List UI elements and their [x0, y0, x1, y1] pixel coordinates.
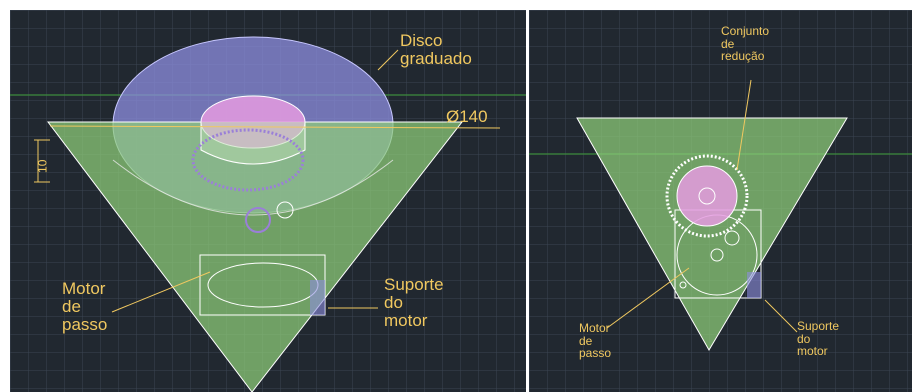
- reduction-gear: [665, 154, 749, 238]
- left-view-viewport[interactable]: Disco graduado Ø140 10 Motor de passo Su…: [10, 10, 526, 392]
- leader-conjunto: [736, 79, 752, 171]
- label-conjunto-de-reducao: Conjunto de redução: [721, 24, 770, 64]
- leader-suporte: [764, 299, 798, 333]
- motor-support-plate: [310, 280, 325, 315]
- label-suporte-do-motor: Suporte do motor: [797, 319, 840, 359]
- hub: [676, 165, 738, 227]
- right-view-viewport[interactable]: Conjunto de redução Motor de passo Supor…: [529, 10, 912, 392]
- label-diameter: Ø140: [446, 107, 488, 126]
- label-dimension-10: 10: [35, 159, 50, 173]
- small-gear: [724, 230, 740, 246]
- motor-gear: [245, 207, 271, 233]
- leader-motor: [606, 267, 690, 329]
- disc-rim: [112, 159, 394, 216]
- label-motor-de-passo: Motor de passo: [62, 279, 108, 334]
- motor-support-plate: [747, 272, 761, 298]
- right-view-drawing: [529, 10, 912, 392]
- label-motor-de-passo: Motor de passo: [579, 321, 612, 361]
- label-suporte-do-motor: Suporte do motor: [384, 275, 444, 330]
- gear-ring: [191, 128, 305, 192]
- small-gear: [276, 201, 294, 219]
- label-disco-graduado: Disco graduado: [400, 31, 472, 68]
- leader-disco: [377, 49, 399, 71]
- left-view-drawing: [10, 10, 526, 392]
- motor-shaft: [710, 248, 724, 262]
- diameter-dim-line: [49, 125, 501, 129]
- triangle-frame: [576, 117, 848, 351]
- leader-motor: [111, 271, 211, 313]
- hub-body: [200, 122, 306, 165]
